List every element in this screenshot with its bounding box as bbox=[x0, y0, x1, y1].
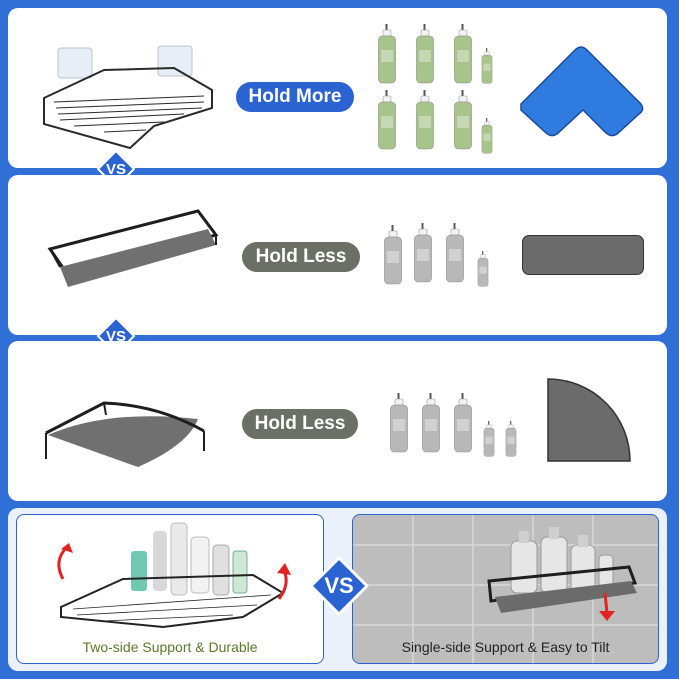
rectangle-shape-icon bbox=[522, 235, 644, 275]
corner-shelf-wire-illustration bbox=[43, 45, 213, 150]
hold-less-pill: Hold Less bbox=[242, 242, 360, 272]
comparison-row-corner-shelf: Hold More bbox=[8, 8, 667, 168]
vs-label: VS bbox=[105, 160, 126, 178]
two-side-support-card: Two-side Support & Durable bbox=[16, 514, 324, 664]
rectangle-shelf-illustration bbox=[47, 209, 219, 287]
bottle-icon bbox=[416, 24, 434, 84]
vs-label: VS bbox=[324, 573, 354, 598]
left-caption: Two-side Support & Durable bbox=[82, 639, 258, 655]
vs-badge-large: VS bbox=[309, 556, 369, 616]
comparison-row-rectangle-shelf: Hold Less bbox=[8, 175, 667, 335]
comparison-row-triangle-shelf: Hold Less bbox=[8, 341, 667, 501]
single-side-support-card: Single-side Support & Easy to Tilt bbox=[352, 514, 659, 664]
triangle-shelf-illustration bbox=[45, 401, 205, 467]
hold-less-pill: Hold Less bbox=[242, 409, 358, 439]
bottle-icon bbox=[454, 24, 472, 84]
bottle-icon bbox=[477, 251, 489, 287]
bottle-icon bbox=[416, 90, 434, 150]
quarter-circle-shape-icon bbox=[547, 378, 631, 462]
right-caption: Single-side Support & Easy to Tilt bbox=[401, 639, 610, 655]
bottle-icon bbox=[390, 393, 408, 453]
bottle-icon bbox=[483, 421, 495, 457]
bottle-icon bbox=[481, 48, 493, 84]
bottle-icon bbox=[505, 421, 517, 457]
support-comparison-panel: Two-side Support & Durable Single-side S… bbox=[8, 508, 667, 671]
bottle-icon bbox=[481, 118, 493, 154]
bottle-icon bbox=[378, 24, 396, 84]
vs-label: VS bbox=[105, 327, 126, 345]
bottle-icon bbox=[384, 225, 402, 285]
bottle-icon bbox=[446, 223, 464, 283]
corner-shape-icon bbox=[520, 46, 644, 137]
bottle-icon bbox=[378, 90, 396, 150]
hold-more-pill: Hold More bbox=[236, 82, 354, 112]
bottle-icon bbox=[454, 90, 472, 150]
bottle-icon bbox=[414, 223, 432, 283]
bottle-icon bbox=[422, 393, 440, 453]
corner-shelf-with-products-illustration bbox=[57, 522, 291, 629]
bottle-icon bbox=[454, 393, 472, 453]
rectangle-shelf-with-bottles-illustration bbox=[487, 527, 638, 621]
